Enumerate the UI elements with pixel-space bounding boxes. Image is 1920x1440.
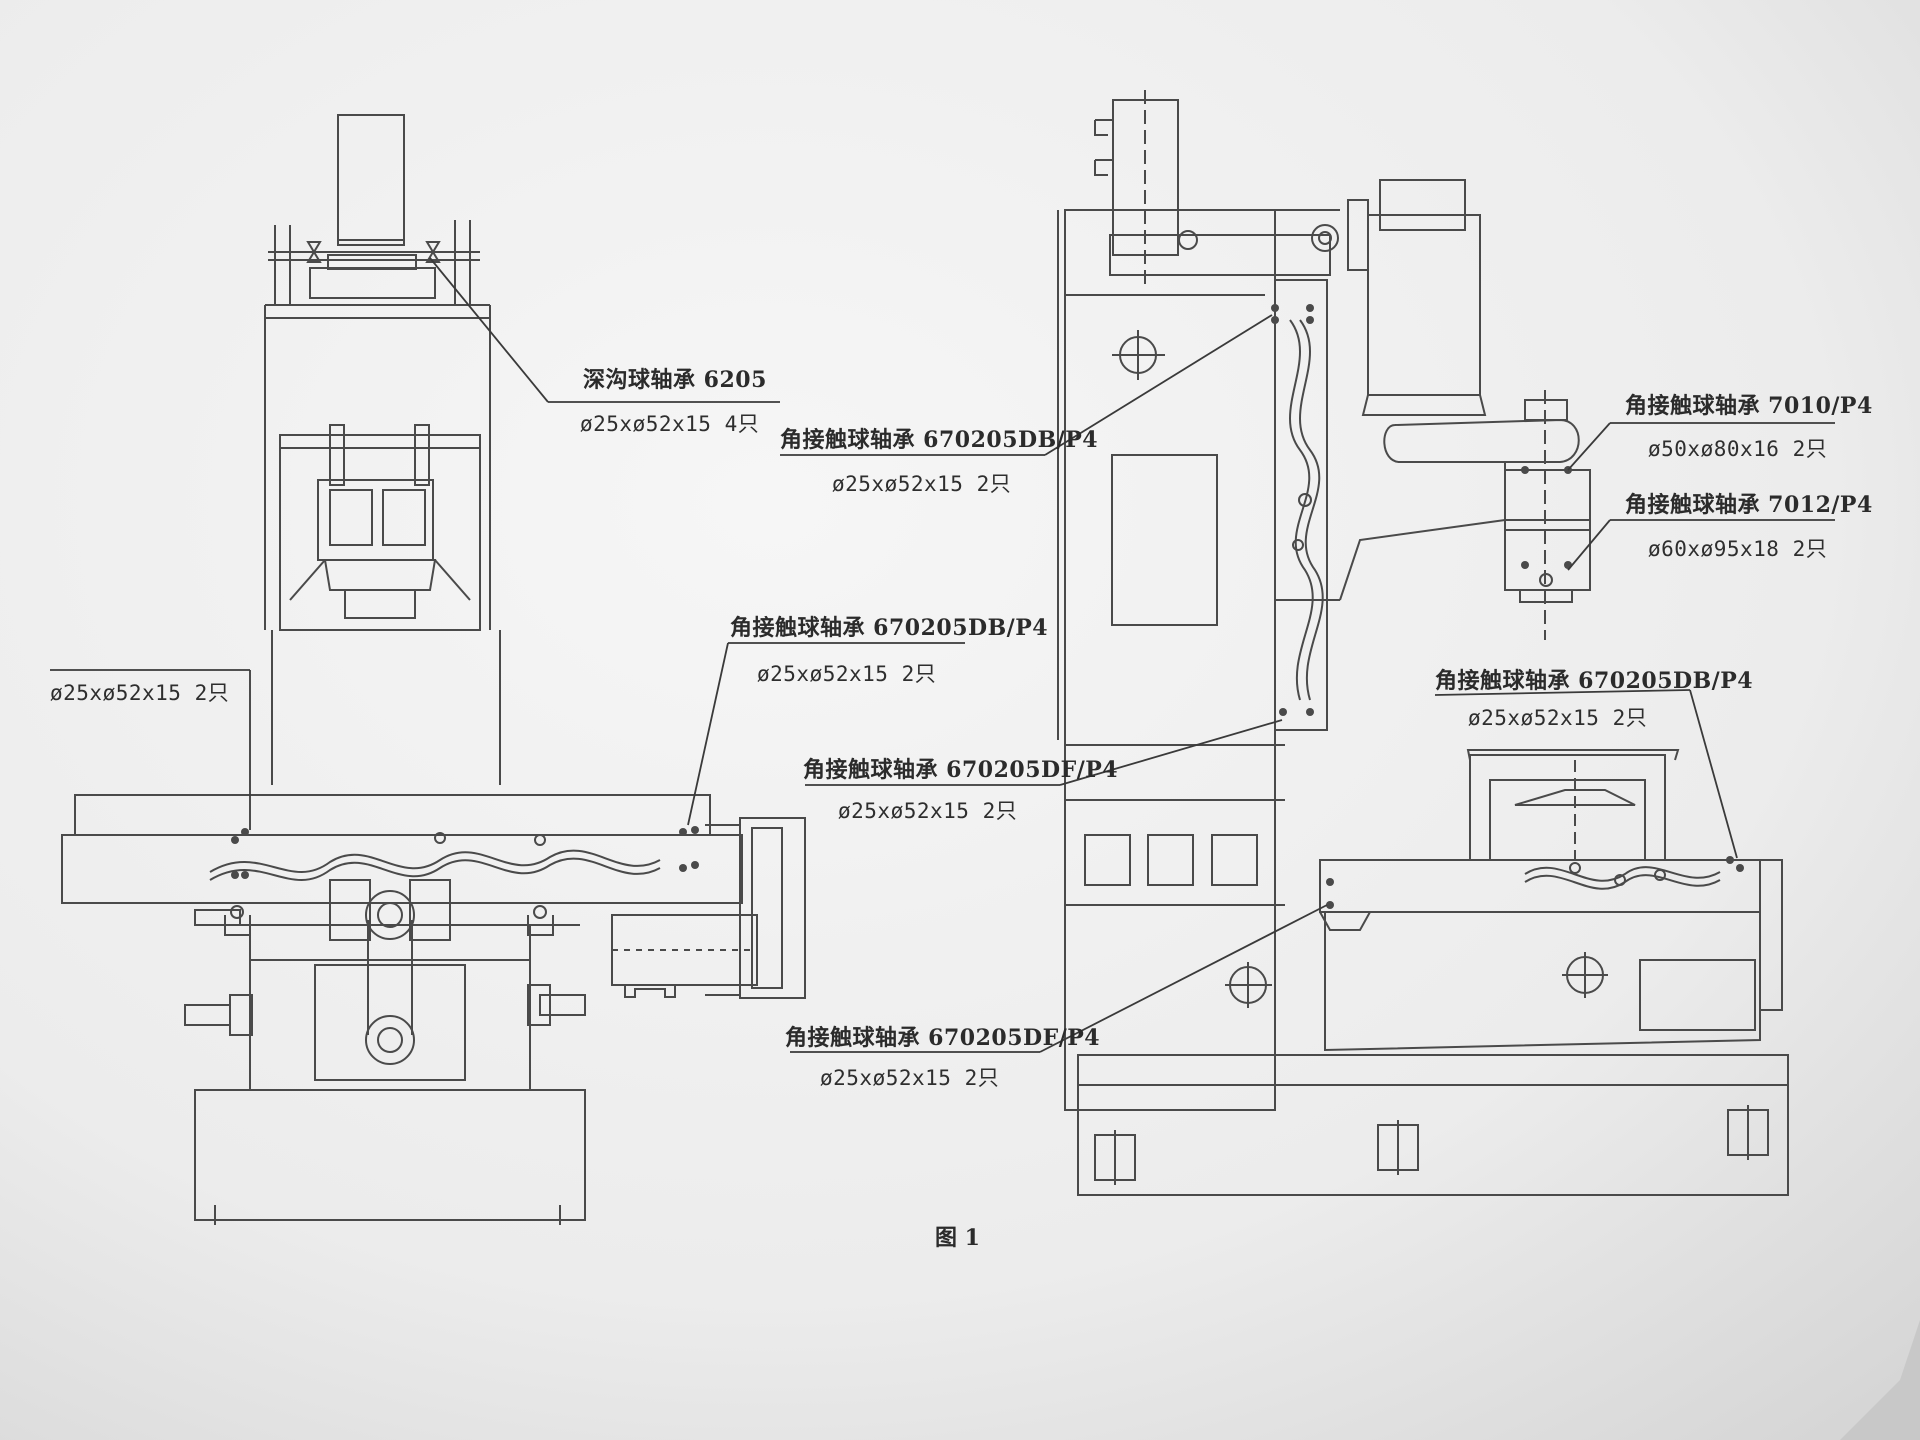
- left-machine-view: [61, 114, 806, 1225]
- spec-angular-bearing-df-upper: ø25xø52x15 2只: [838, 799, 1018, 823]
- label-angular-bearing-7010: 角接触球轴承 7010/P4: [1625, 393, 1873, 419]
- spec-angular-bearing-df-lower: ø25xø52x15 2只: [820, 1066, 1000, 1090]
- spec-angular-bearing-top-db: ø25xø52x15 2只: [832, 472, 1012, 496]
- figure-caption: 图 1: [935, 1225, 980, 1251]
- paper-corner-shadow: [1840, 1320, 1920, 1440]
- label-deep-groove-bearing: 深沟球轴承 6205: [583, 367, 767, 393]
- spec-angular-bearing-left-db: ø25xø52x15 2只: [757, 662, 937, 686]
- spec-angular-bearing-right-db: ø25xø52x15 2只: [1468, 706, 1648, 730]
- label-angular-bearing-left-db: 角接触球轴承 670205DB/P4: [730, 615, 1049, 641]
- label-angular-bearing-df-upper: 角接触球轴承 670205DF/P4: [803, 757, 1119, 783]
- spec-angular-bearing-7010: ø50xø80x16 2只: [1648, 437, 1828, 461]
- label-angular-bearing-right-db: 角接触球轴承 670205DB/P4: [1435, 668, 1754, 694]
- label-angular-bearing-top-db: 角接触球轴承 670205DB/P4: [780, 427, 1099, 453]
- spec-left-end-bearing: ø25xø52x15 2只: [50, 681, 230, 705]
- label-angular-bearing-df-lower: 角接触球轴承 670205DF/P4: [785, 1025, 1101, 1051]
- label-angular-bearing-7012: 角接触球轴承 7012/P4: [1625, 492, 1873, 518]
- leader-lines: [50, 257, 1835, 1053]
- right-machine-view: [1057, 90, 1789, 1196]
- spec-angular-bearing-7012: ø60xø95x18 2只: [1648, 537, 1828, 561]
- spec-deep-groove-bearing: ø25xø52x15 4只: [580, 412, 760, 436]
